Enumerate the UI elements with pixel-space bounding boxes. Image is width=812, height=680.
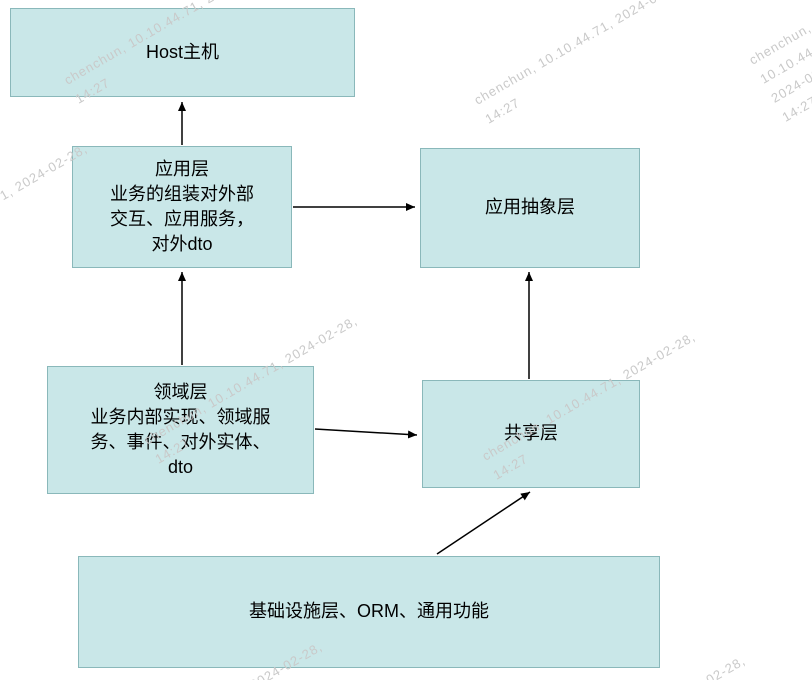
watermark-text: chenchun, 10.10.44.71, 2024-02-28, 14:27 <box>746 20 812 125</box>
node-application-abstraction-layer-label: 应用抽象层 <box>485 197 575 218</box>
node-domain-layer: 领域层 业务内部实现、领域服 务、事件、对外实体、 dto <box>47 366 314 494</box>
watermark-text: chenchun, 10.10.44.71, 2024-02-28, 14:27 <box>471 0 690 127</box>
node-infrastructure-layer-label: 基础设施层、ORM、通用功能 <box>249 601 489 622</box>
arrow-infra-layer-to-shared-layer <box>436 491 531 555</box>
node-infrastructure-layer: 基础设施层、ORM、通用功能 <box>78 556 660 668</box>
node-application-layer-label: 应用层 业务的组装对外部 交互、应用服务， 对外dto <box>110 158 254 255</box>
node-application-abstraction-layer: 应用抽象层 <box>420 148 640 268</box>
node-application-layer: 应用层 业务的组装对外部 交互、应用服务， 对外dto <box>72 146 292 268</box>
node-host-label: Host主机 <box>145 41 219 62</box>
node-shared-layer-label: 共享层 <box>504 423 558 444</box>
node-domain-layer-label: 领域层 业务内部实现、领域服 务、事件、对外实体、 dto <box>90 381 271 478</box>
node-host: Host主机 <box>10 8 355 97</box>
arrow-domain-layer-to-shared-layer <box>314 428 418 439</box>
node-shared-layer: 共享层 <box>422 380 640 488</box>
